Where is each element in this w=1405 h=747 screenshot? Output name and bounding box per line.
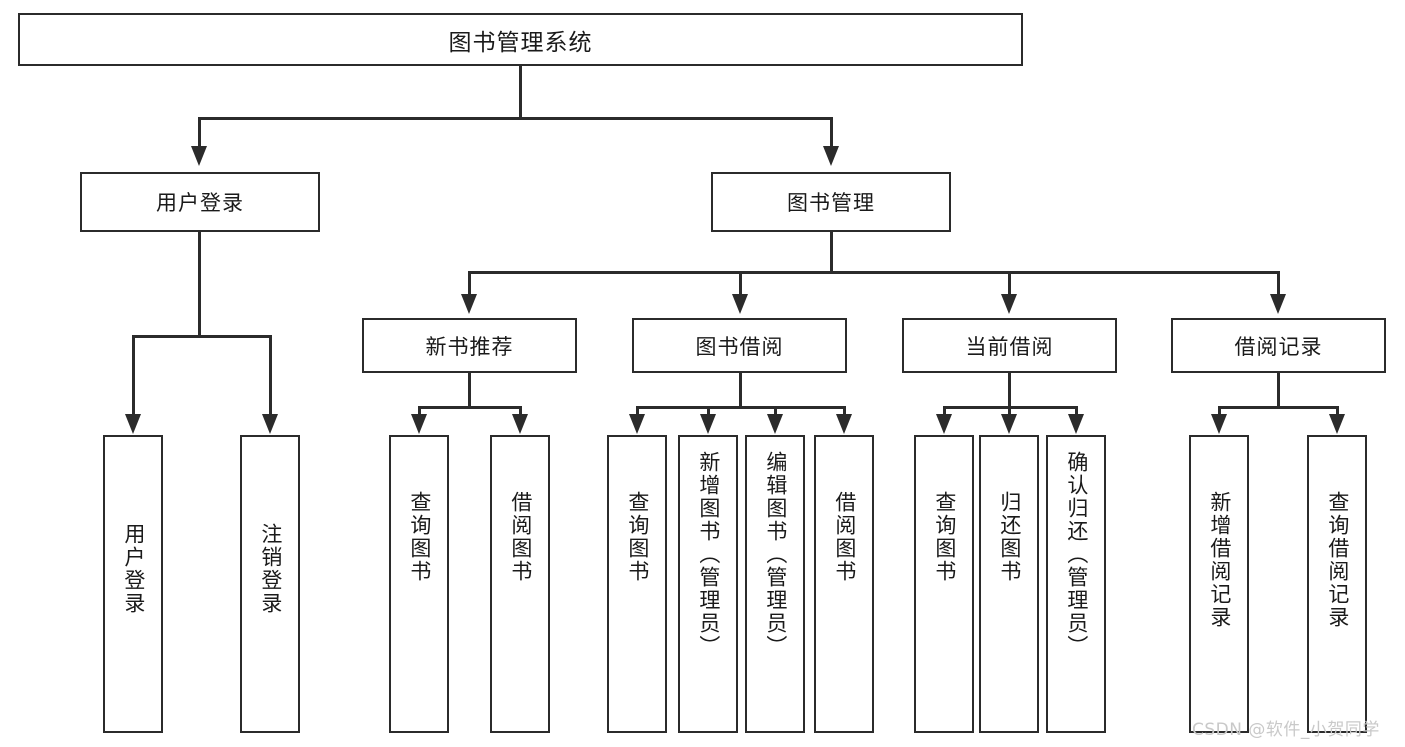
connector-book-borrow-stem	[739, 373, 742, 408]
leaf-label: 查询图书	[932, 491, 957, 583]
leaf-label: 新增借阅记录	[1207, 491, 1232, 629]
leaf-label: 借阅图书	[832, 491, 857, 583]
arrow-to-leaf-return-book	[1001, 414, 1017, 434]
arrow-to-current-borrow	[1001, 294, 1017, 314]
leaf-label: 借阅图书	[508, 491, 533, 583]
arrow-to-leaf-logout	[262, 414, 278, 434]
leaf-label: 新增图书（管理员）	[696, 451, 721, 658]
connector-level2-bus	[468, 271, 1280, 274]
connector-book-borrow-drop-0	[636, 406, 639, 416]
connector-new-book-stem	[468, 373, 471, 408]
arrow-to-leaf-add-record	[1211, 414, 1227, 434]
leaf-logout: 注销登录	[240, 435, 300, 733]
arrow-to-new-book-recommend	[461, 294, 477, 314]
leaf-query-book-2: 查询图书	[607, 435, 667, 733]
node-label: 当前借阅	[965, 334, 1054, 359]
node-label: 图书管理系统	[448, 29, 593, 56]
connector-current-borrow-drop-1	[1008, 406, 1011, 416]
connector-level1-drop-1	[830, 117, 833, 147]
connector-user-login-drop-1	[269, 335, 272, 415]
leaf-borrow-book-1: 借阅图书	[490, 435, 550, 733]
leaf-label: 用户登录	[121, 523, 146, 615]
leaf-return-book: 归还图书	[979, 435, 1039, 733]
leaf-label: 归还图书	[997, 491, 1022, 583]
watermark-text: CSDN @软件_小贺同学	[1192, 720, 1380, 740]
arrow-to-book-borrow	[732, 294, 748, 314]
node-book-borrow: 图书借阅	[632, 318, 847, 373]
node-root-book-management-system: 图书管理系统	[18, 13, 1023, 66]
leaf-label: 查询图书	[625, 491, 650, 583]
arrow-to-borrow-record	[1270, 294, 1286, 314]
connector-current-borrow-drop-0	[943, 406, 946, 416]
connector-new-book-drop-0	[418, 406, 421, 416]
node-label: 图书借阅	[695, 334, 784, 359]
connector-level2-drop-2	[1008, 271, 1011, 295]
leaf-label: 确认归还（管理员）	[1064, 451, 1089, 658]
arrow-to-leaf-confirm-return	[1068, 414, 1084, 434]
connector-book-borrow-drop-1	[707, 406, 710, 416]
leaf-label: 注销登录	[258, 523, 283, 615]
connector-book-borrow-drop-2	[774, 406, 777, 416]
node-label: 借阅记录	[1234, 334, 1323, 359]
leaf-query-book-3: 查询图书	[914, 435, 974, 733]
arrow-to-leaf-query-book-2	[629, 414, 645, 434]
leaf-label: 查询图书	[407, 491, 432, 583]
arrow-to-user-login	[191, 146, 207, 166]
connector-borrow-record-drop-0	[1218, 406, 1221, 416]
arrow-to-book-management	[823, 146, 839, 166]
arrow-to-leaf-borrow-book-2	[836, 414, 852, 434]
node-current-borrow: 当前借阅	[902, 318, 1117, 373]
arrow-to-leaf-borrow-book-1	[512, 414, 528, 434]
connector-borrow-record-bus	[1218, 406, 1338, 409]
connector-level2-drop-1	[739, 271, 742, 295]
leaf-borrow-book-2: 借阅图书	[814, 435, 874, 733]
connector-book-borrow-bus	[636, 406, 845, 409]
arrow-to-leaf-query-record	[1329, 414, 1345, 434]
connector-book-borrow-drop-3	[843, 406, 846, 416]
leaf-confirm-return: 确认归还（管理员）	[1046, 435, 1106, 733]
leaf-label: 编辑图书（管理员）	[763, 451, 788, 658]
arrow-to-leaf-user-login	[125, 414, 141, 434]
arrow-to-leaf-edit-book	[767, 414, 783, 434]
leaf-add-borrow-record: 新增借阅记录	[1189, 435, 1249, 733]
connector-user-login-drop-0	[132, 335, 135, 415]
leaf-edit-book: 编辑图书（管理员）	[745, 435, 805, 733]
node-book-management: 图书管理	[711, 172, 951, 232]
connector-level2-drop-0	[468, 271, 471, 295]
connector-book-management-stem	[830, 232, 833, 273]
connector-level1-drop-0	[198, 117, 201, 147]
node-new-book-recommend: 新书推荐	[362, 318, 577, 373]
arrow-to-leaf-add-book	[700, 414, 716, 434]
arrow-to-leaf-query-book-3	[936, 414, 952, 434]
connector-new-book-drop-1	[519, 406, 522, 416]
node-label: 新书推荐	[425, 334, 514, 359]
node-user-login: 用户登录	[80, 172, 320, 232]
leaf-user-login: 用户登录	[103, 435, 163, 733]
leaf-add-book: 新增图书（管理员）	[678, 435, 738, 733]
arrow-to-leaf-query-book-1	[411, 414, 427, 434]
leaf-label: 查询借阅记录	[1325, 491, 1350, 629]
connector-level2-drop-3	[1277, 271, 1280, 295]
connector-current-borrow-stem	[1008, 373, 1011, 408]
node-label: 图书管理	[787, 191, 875, 215]
connector-borrow-record-stem	[1277, 373, 1280, 408]
node-label: 用户登录	[156, 191, 244, 215]
connector-current-borrow-drop-2	[1075, 406, 1078, 416]
connector-level1-bus	[198, 117, 832, 120]
leaf-query-book-1: 查询图书	[389, 435, 449, 733]
node-borrow-record: 借阅记录	[1171, 318, 1386, 373]
leaf-query-borrow-record: 查询借阅记录	[1307, 435, 1367, 733]
connector-new-book-bus	[418, 406, 521, 409]
connector-root-stem	[519, 66, 522, 119]
connector-user-login-bus	[132, 335, 269, 338]
connector-user-login-stem	[198, 232, 201, 337]
connector-borrow-record-drop-1	[1336, 406, 1339, 416]
